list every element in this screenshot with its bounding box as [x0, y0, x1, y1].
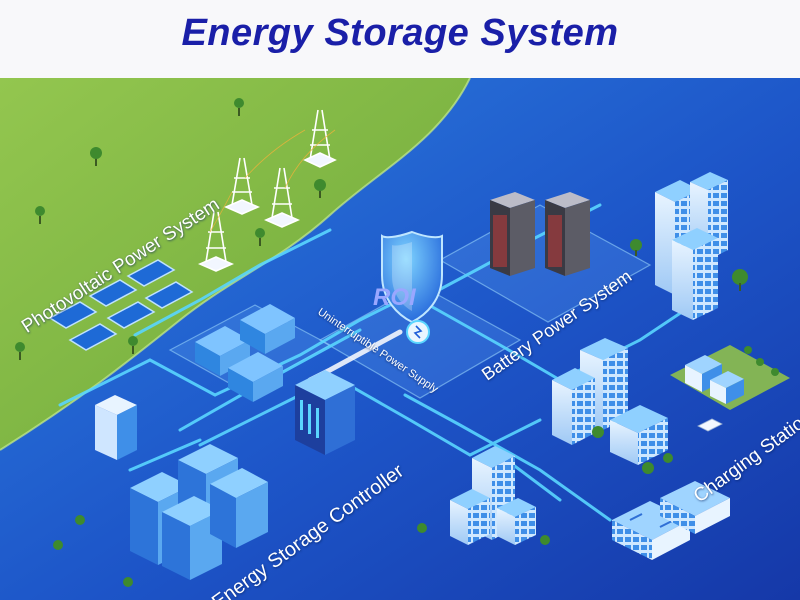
- residential-area: [670, 345, 790, 432]
- tree-icon: [90, 147, 102, 166]
- charging-station-buildings: [612, 481, 730, 560]
- transformer-icon: [195, 326, 250, 376]
- tree-icon: [15, 342, 25, 360]
- transmission-tower-icon: [303, 109, 337, 168]
- transmission-towers: [198, 109, 337, 272]
- tree-icon: [255, 228, 265, 246]
- solar-panel-array: [48, 259, 194, 351]
- city-cluster: [552, 338, 673, 474]
- car-icon: [697, 418, 723, 432]
- skyscraper-icon: [552, 368, 595, 445]
- tree-icon: [75, 515, 85, 525]
- city-cluster-bottom: [417, 446, 550, 545]
- tree-icon: [744, 346, 752, 354]
- grass-hillside: [0, 78, 470, 450]
- tree-icon: [756, 358, 764, 366]
- label-roi: ROI: [373, 284, 416, 311]
- transmission-tower-icon: [198, 211, 234, 272]
- transformer-icon: [240, 304, 295, 354]
- tree-icon: [123, 577, 133, 587]
- storage-cabinet-icon: [210, 468, 268, 548]
- skyscraper-icon: [672, 228, 718, 320]
- tree-icon: [128, 336, 138, 354]
- page-title: Energy Storage System: [181, 12, 619, 54]
- shield-icon: [381, 230, 443, 344]
- transformer-icon: [228, 352, 283, 402]
- tree-icon: [540, 535, 550, 545]
- system-illustration: [0, 78, 800, 600]
- tree-icon: [592, 426, 604, 438]
- energy-storage-cabinets: [53, 395, 268, 587]
- house-icon: [685, 355, 722, 392]
- battery-racks: [490, 192, 590, 276]
- tree-icon: [732, 269, 748, 291]
- battery-rack-icon: [545, 192, 590, 276]
- house-icon: [710, 371, 744, 404]
- tree-icon: [314, 179, 326, 198]
- tree-icon: [234, 98, 244, 116]
- skyscraper-group-top: [630, 172, 748, 320]
- tree-icon: [771, 368, 779, 376]
- header-bar: Energy Storage System: [0, 0, 800, 78]
- skyscraper-icon: [497, 498, 536, 545]
- skyscraper-icon: [450, 489, 490, 545]
- transmission-tower-icon: [224, 157, 260, 215]
- transformer-units: [195, 304, 295, 402]
- storage-cabinet-icon: [95, 395, 137, 460]
- tree-icon: [53, 540, 63, 550]
- skyscraper-icon: [610, 405, 668, 465]
- storage-cabinet-icon: [162, 496, 222, 580]
- trees: [15, 98, 326, 360]
- solar-panel-icon: [48, 259, 194, 351]
- tree-icon: [35, 206, 45, 224]
- transmission-tower-icon: [264, 167, 300, 228]
- charging-station-icon: [660, 481, 730, 534]
- controller-cabinet-icon: [295, 370, 355, 455]
- battery-rack-icon: [490, 192, 535, 276]
- tree-icon: [663, 453, 673, 463]
- tree-icon: [642, 462, 654, 474]
- tree-icon: [417, 523, 427, 533]
- tree-icon: [630, 239, 642, 256]
